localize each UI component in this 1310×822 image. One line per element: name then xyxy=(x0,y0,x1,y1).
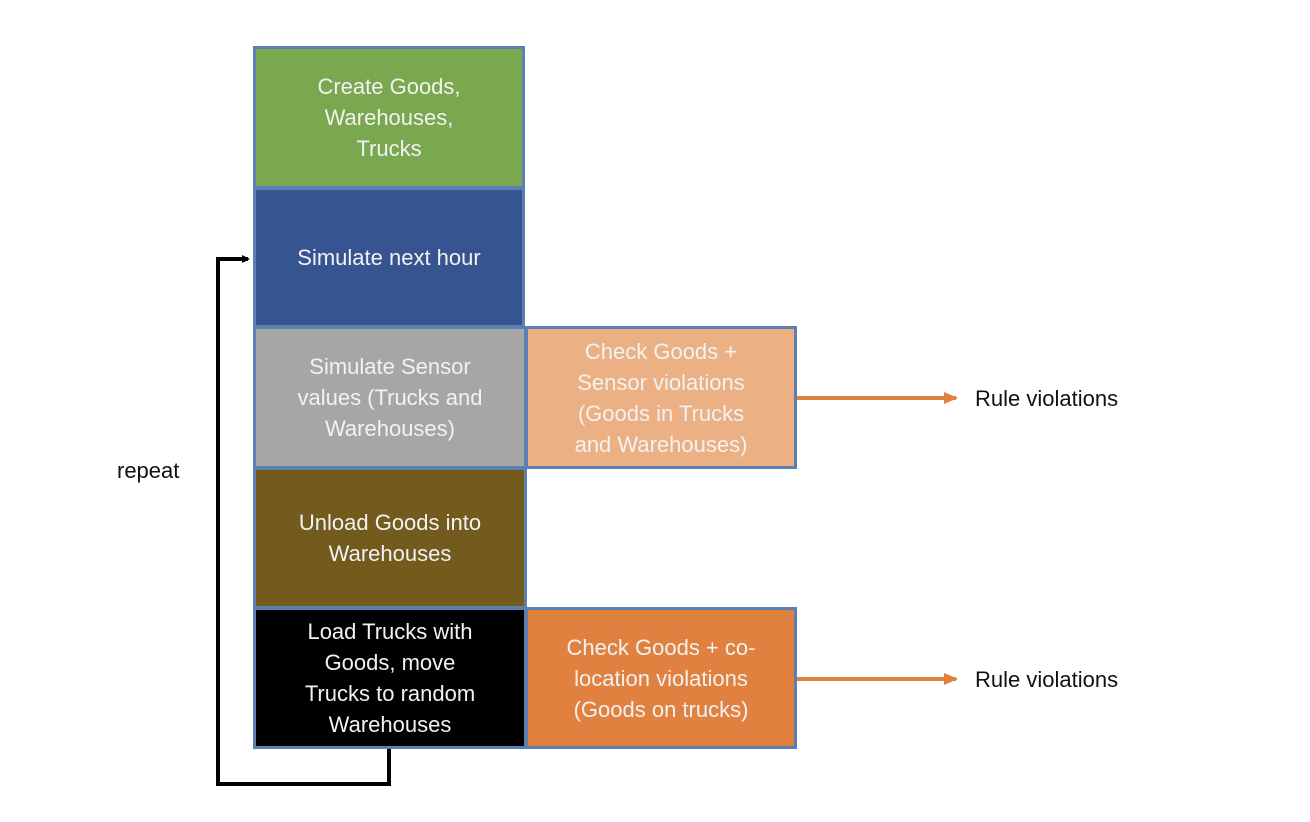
check-colocation-violations: Check Goods + co- location violations (G… xyxy=(525,607,797,749)
step-load-trucks: Load Trucks with Goods, move Trucks to r… xyxy=(253,607,527,749)
rule-violations-label-coloc: Rule violations xyxy=(975,667,1119,692)
step-simulate-next-hour: Simulate next hour xyxy=(253,187,525,328)
repeat-label: repeat xyxy=(117,458,180,483)
rule-violations-label-sensor: Rule violations xyxy=(975,386,1119,411)
check-sensor-violations: Check Goods + Sensor violations (Goods i… xyxy=(525,326,797,469)
step-create: Create Goods, Warehouses, Trucks xyxy=(253,46,525,189)
repeat-loop-arrow xyxy=(216,255,391,786)
step-unload-goods: Unload Goods into Warehouses xyxy=(253,467,527,609)
step-simulate-sensor-values: Simulate Sensor values (Trucks and Wareh… xyxy=(253,326,527,469)
